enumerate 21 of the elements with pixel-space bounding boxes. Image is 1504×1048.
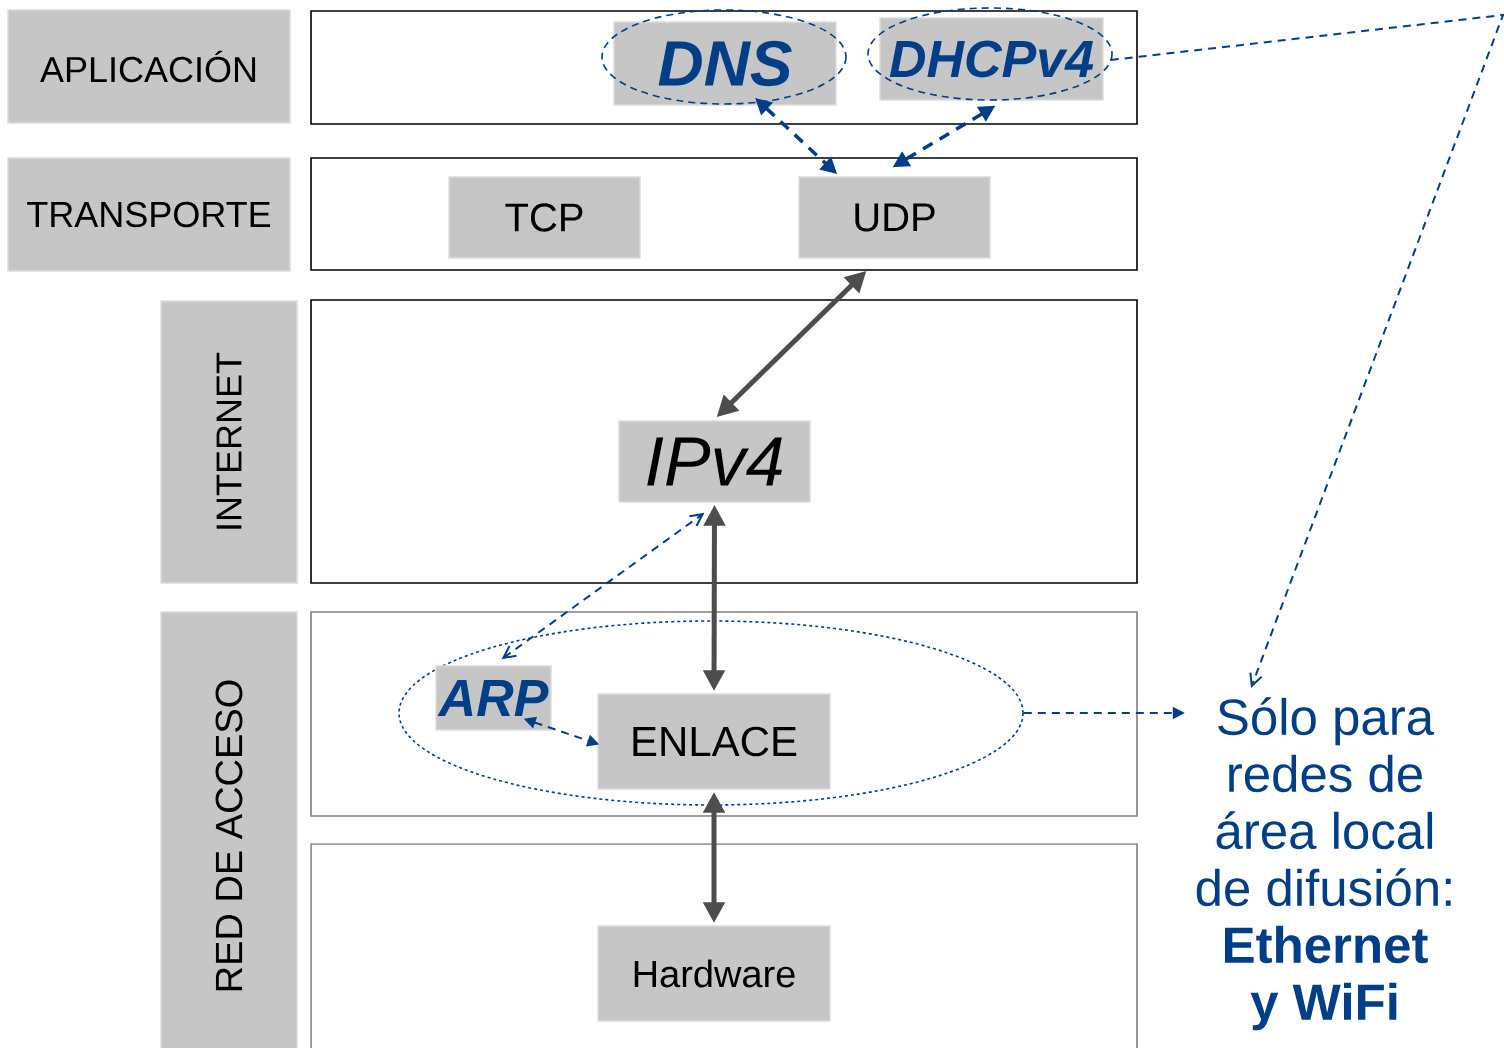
protocol-box: ENLACE (597, 693, 831, 790)
layer-label: INTERNET (160, 300, 298, 584)
arrow (501, 512, 705, 660)
protocol-box: DNS (613, 21, 837, 106)
layer-label: APLICACIÓN (7, 9, 291, 124)
dashed-ellipse (398, 620, 1024, 806)
layer-frame (310, 10, 1138, 125)
note-text: Sólo para redes de área local de difusión: Ethernet y WiFi (1196, 697, 1451, 1031)
layer-label: TRANSPORTE (7, 157, 291, 272)
layer-frame (310, 157, 1138, 271)
arrow (1109, 13, 1504, 688)
protocol-box: ARP (435, 665, 552, 731)
protocol-box: Hardware (597, 925, 831, 1022)
layer-frame (310, 299, 1138, 584)
protocol-box: TCP (448, 176, 641, 259)
layer-frame (310, 843, 1138, 1048)
protocol-box: UDP (798, 176, 991, 259)
protocol-box: IPv4 (618, 420, 811, 503)
layer-frame (310, 611, 1138, 817)
protocol-box: DHCPv4 (879, 17, 1104, 101)
layer-label: RED DE ACCESO (160, 611, 298, 1048)
